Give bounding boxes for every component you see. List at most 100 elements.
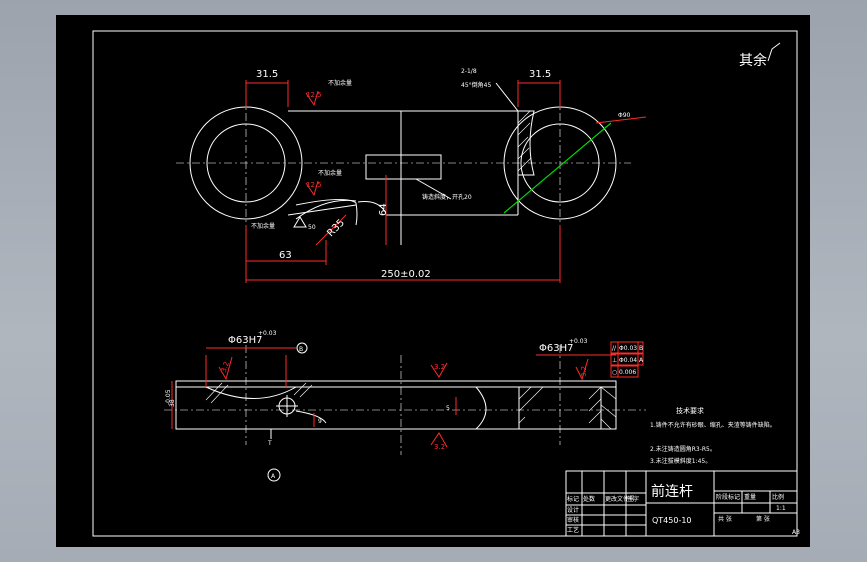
r35-arc-left bbox=[295, 199, 357, 220]
rod-bottom-edge-left bbox=[287, 204, 357, 216]
front-web-curve bbox=[205, 386, 297, 399]
note-pin-hole: 铸造斜度，开孔20 bbox=[422, 193, 472, 201]
rough-50-symbol bbox=[293, 216, 307, 228]
right-boss-section bbox=[517, 110, 535, 176]
label-scale: 比例 bbox=[772, 493, 784, 501]
dim-63-value: 63 bbox=[279, 250, 292, 261]
r35-arc-right bbox=[357, 201, 387, 214]
label-doc: 更改文件号 bbox=[605, 495, 635, 503]
rough-3-2-b: 3.2 bbox=[434, 363, 445, 371]
tolerance-3-value: 0.006 bbox=[619, 369, 636, 376]
label-sign: 签字 bbox=[627, 495, 639, 503]
tolerance-frames: // Φ0.03 B ⊥ Φ0.04 A ○ 0.006 bbox=[610, 341, 644, 378]
tech-requirements-title: 技术要求 bbox=[676, 406, 704, 415]
label-sheets: 共 张 bbox=[718, 515, 732, 523]
dim-thickness-value: 38 bbox=[169, 399, 176, 407]
rough-50: 50 bbox=[308, 224, 316, 231]
tolerance-2-symbol: ⊥ bbox=[612, 357, 617, 364]
tech-requirement-1: 1.铸件不允许有砂眼、缩孔、夹渣等铸件缺陷。 bbox=[650, 421, 776, 429]
dim-left-bore-value: Φ63H7 bbox=[228, 335, 262, 346]
dim-left-boss-value: 31.5 bbox=[256, 69, 278, 80]
rough-12-5-a: 12.5 bbox=[306, 91, 322, 99]
dim-diameter-value: Φ90 bbox=[618, 112, 631, 119]
front-fillet bbox=[295, 410, 327, 424]
front-view: Φ63H7 +0.03 B Φ63H7 +0.03 38 -0.05 3.2 3… bbox=[164, 330, 646, 482]
dim-r35-leader bbox=[315, 214, 347, 246]
dim-right-bore-tol: +0.03 bbox=[569, 338, 588, 345]
note-chamfer-a: 2-1/8 bbox=[461, 68, 477, 75]
right-bore-section bbox=[518, 386, 602, 430]
tech-requirements: 技术要求 1.铸件不允许有砂眼、缩孔、夹渣等铸件缺陷。 2.未注铸造圆角R3-R… bbox=[650, 406, 776, 465]
dim-left-bore-tol: +0.03 bbox=[258, 330, 277, 337]
tolerance-frame-1 bbox=[610, 341, 644, 354]
label-count: 处数 bbox=[583, 495, 595, 503]
part-name: 前连杆 bbox=[651, 483, 693, 500]
inner-border bbox=[92, 30, 798, 537]
label-design: 设计 bbox=[567, 506, 579, 514]
roughness-rest-symbol bbox=[767, 42, 781, 62]
front-left-hatch bbox=[205, 382, 313, 404]
section-line-green bbox=[503, 122, 612, 214]
note-chamfer-b: 45°倒角45 bbox=[461, 81, 491, 89]
top-view: 31.5 31.5 250±0.02 63 64 R35 Φ90 bbox=[176, 68, 647, 283]
rough-12-5-a-symbol bbox=[305, 90, 319, 107]
drawing-canvas: 其余 bbox=[92, 30, 800, 537]
label-review: 审核 bbox=[567, 516, 579, 524]
tolerance-1-value: Φ0.03 bbox=[619, 345, 637, 352]
rough-3-2-a-symbol bbox=[218, 356, 233, 381]
dim-diameter-leader bbox=[595, 116, 647, 124]
label-stage: 阶段标记 bbox=[716, 493, 740, 501]
label-weight: 重量 bbox=[744, 493, 756, 501]
dim-right-boss-value: 31.5 bbox=[529, 69, 551, 80]
note-no-machining-b: 不加余量 bbox=[318, 169, 342, 177]
datum-a-circle bbox=[267, 468, 281, 482]
note-pin-hole-leader bbox=[415, 178, 452, 200]
scale-value: 1:1 bbox=[776, 505, 786, 512]
rough-12-5-b-symbol bbox=[305, 180, 319, 197]
left-boss-bore bbox=[206, 123, 286, 203]
label-sheet: 第 张 bbox=[756, 515, 770, 523]
label-mark: 标记 bbox=[567, 495, 579, 503]
rough-12-5-b: 12.5 bbox=[306, 181, 322, 189]
section-label: T bbox=[267, 440, 272, 447]
title-block: 前连杆 QT450-10 标记 处数 更改文件号 签字 设计 审核 工艺 阶段标… bbox=[565, 470, 798, 537]
dim-5-value: 5 bbox=[446, 405, 450, 412]
rough-3-2-b-symbol bbox=[430, 362, 448, 378]
datum-b-circle bbox=[296, 342, 308, 354]
note-no-machining-c: 不加余量 bbox=[251, 222, 275, 230]
datum-a-label: A bbox=[271, 473, 276, 480]
rod-slot bbox=[365, 154, 442, 180]
tolerance-2-datum: A bbox=[639, 357, 644, 364]
sheet-number: A3 bbox=[792, 529, 800, 536]
dim-thickness-tol: -0.05 bbox=[165, 389, 172, 405]
note-chamfer-leader bbox=[495, 82, 519, 112]
tolerance-frame-3 bbox=[610, 365, 639, 378]
right-boss-hatch bbox=[517, 110, 532, 172]
dim-right-bore-value: Φ63H7 bbox=[539, 343, 573, 354]
right-boss-bore bbox=[520, 123, 600, 203]
dim-r35-value: R35 bbox=[325, 217, 347, 239]
tolerance-1-datum: B bbox=[639, 345, 643, 352]
label-process: 工艺 bbox=[567, 526, 579, 534]
datum-b-label: B bbox=[299, 346, 303, 353]
rod-fillet bbox=[295, 199, 358, 226]
front-right-curve bbox=[475, 386, 487, 430]
tech-requirement-3: 3.未注拔模斜度1:45。 bbox=[650, 457, 711, 465]
rough-3-2-d-symbol bbox=[575, 358, 589, 381]
drawing-sheet: 其余 bbox=[56, 15, 810, 547]
front-outline bbox=[175, 380, 617, 430]
rough-3-2-d: 3.2 bbox=[580, 366, 588, 377]
dim-64-value: 64 bbox=[378, 203, 389, 216]
tech-requirement-2: 2.未注铸造圆角R3-R5。 bbox=[650, 445, 716, 453]
front-right-hatch bbox=[518, 386, 617, 430]
dim-center-value: 250±0.02 bbox=[381, 269, 431, 280]
rough-3-2-c-symbol bbox=[430, 432, 448, 448]
rough-3-2-a: 3.2 bbox=[220, 360, 231, 373]
dim-9-value: 9 bbox=[318, 418, 322, 425]
tolerance-2-value: Φ0.04 bbox=[619, 357, 637, 364]
roughness-rest-label: 其余 bbox=[739, 52, 767, 69]
note-no-machining-a: 不加余量 bbox=[328, 79, 352, 87]
tolerance-frame-2 bbox=[610, 353, 644, 366]
rough-3-2-c: 3.2 bbox=[434, 443, 445, 451]
